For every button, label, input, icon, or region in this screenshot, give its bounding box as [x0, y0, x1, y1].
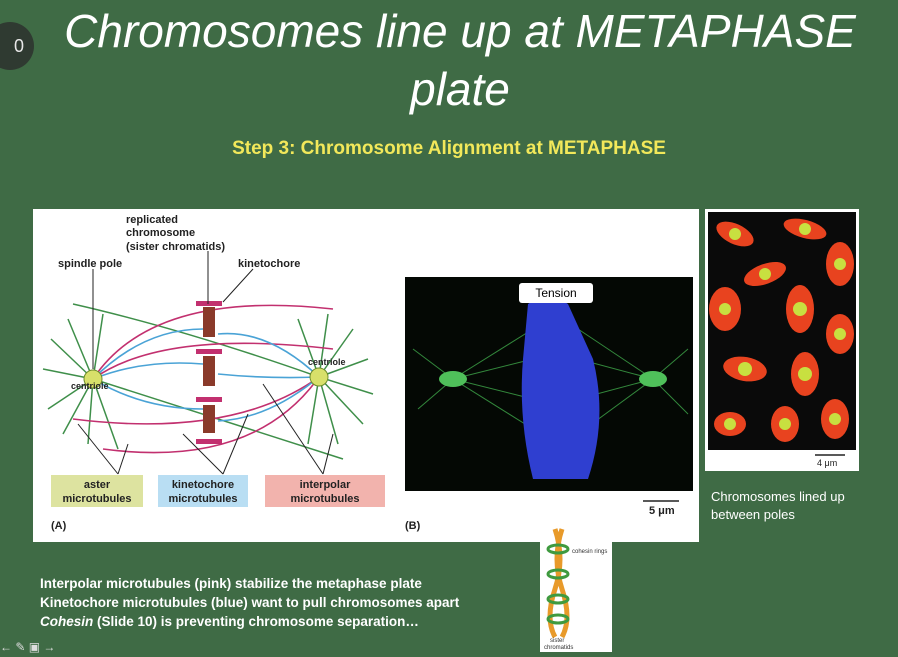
svg-text:interpolar: interpolar [300, 479, 351, 491]
label-centriole-left: centriole [71, 381, 109, 391]
label-chromosome: chromosome [126, 227, 195, 239]
label-replicated: replicated [126, 214, 178, 226]
svg-text:sister: sister [550, 638, 564, 644]
svg-text:chromatids: chromatids [544, 645, 573, 651]
svg-text:microtubules: microtubules [62, 493, 131, 505]
centriole-right [309, 367, 329, 387]
panel-a-label: (A) [51, 520, 67, 532]
legend-aster [51, 475, 143, 507]
caption-c: Chromosomes lined up between poles [711, 489, 845, 522]
panel-b-label: (B) [405, 520, 421, 532]
centriole-left [83, 369, 103, 389]
legend-interpolar [265, 475, 385, 507]
slide-subtitle: Step 3: Chromosome Alignment at METAPHAS… [232, 138, 666, 159]
micrograph-b: Tension [405, 277, 693, 491]
figure-panel: replicated chromosome (sister chromatids… [33, 209, 699, 542]
legend-kinetochore [158, 475, 248, 507]
svg-text:microtubules: microtubules [168, 493, 237, 505]
note-line-3: Cohesin (Slide 10) is preventing chromos… [40, 614, 419, 629]
slide-nav-icons[interactable]: ← ✎ ▣ → [0, 640, 56, 654]
cohesin-image: cohesin rings sister chromatids [540, 519, 612, 652]
slide-title: Chromosomes line up at METAPHASE plate [64, 5, 856, 115]
label-sister: (sister chromatids) [126, 241, 225, 253]
spindle-diagram: replicated chromosome (sister chromatids… [42, 214, 693, 532]
svg-text:kinetochore: kinetochore [172, 479, 234, 491]
tension-label: Tension [535, 286, 576, 300]
svg-text:aster: aster [84, 479, 111, 491]
micrograph-c: 4 μm [708, 212, 856, 468]
note-line-1: Interpolar microtubules (pink) stabilize… [40, 576, 422, 591]
note-line-2: Kinetochore microtubules (blue) want to … [40, 595, 460, 610]
label-kinetochore: kinetochore [238, 258, 300, 270]
scale-c: 4 μm [817, 458, 837, 468]
notes-text: Interpolar microtubules (pink) stabilize… [40, 574, 459, 631]
svg-text:microtubules: microtubules [290, 493, 359, 505]
scale-b: 5 μm [649, 505, 675, 517]
slide-number-badge: 0 [0, 22, 34, 70]
figure-panel-c: 4 μm [705, 209, 859, 471]
label-spindle-pole: spindle pole [58, 258, 122, 270]
cohesin-rings-label: cohesin rings [572, 549, 607, 555]
label-centriole-right: centriole [308, 357, 346, 367]
